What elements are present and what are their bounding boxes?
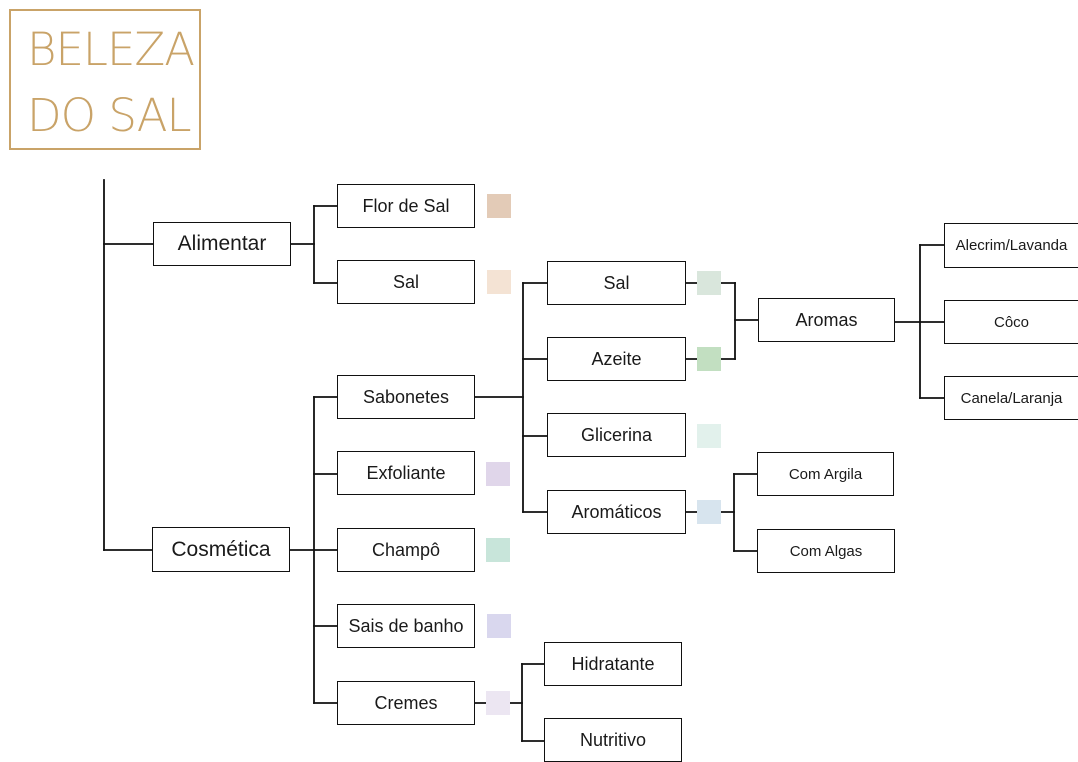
node-aromas: Aromas — [758, 298, 895, 342]
node-com-algas: Com Algas — [757, 529, 895, 573]
node-glicerina: Glicerina — [547, 413, 686, 457]
node-cremes: Cremes — [337, 681, 475, 725]
node-flor-de-sal: Flor de Sal — [337, 184, 475, 228]
logo-text-line-2: DO SAL — [27, 89, 192, 142]
color-swatch-champo — [486, 538, 510, 562]
node-nutritivo: Nutritivo — [544, 718, 682, 762]
node-cosmetica: Cosmética — [152, 527, 290, 572]
node-azeite: Azeite — [547, 337, 686, 381]
node-hidratante: Hidratante — [544, 642, 682, 686]
color-swatch-aromaticos — [697, 500, 721, 524]
color-swatch-flor-de-sal — [487, 194, 511, 218]
brand-logo: BELEZA DO SAL — [9, 9, 201, 150]
color-swatch-glicerina — [697, 424, 721, 448]
color-swatch-cremes — [486, 691, 510, 715]
logo-text-line-1: BELEZA — [27, 23, 195, 76]
node-coco: Côco — [944, 300, 1078, 344]
node-sal-alimentar: Sal — [337, 260, 475, 304]
node-com-argila: Com Argila — [757, 452, 894, 496]
node-alimentar: Alimentar — [153, 222, 291, 266]
node-sabonetes: Sabonetes — [337, 375, 475, 419]
node-exfoliante: Exfoliante — [337, 451, 475, 495]
node-champo: Champô — [337, 528, 475, 572]
color-swatch-sais-de-banho — [487, 614, 511, 638]
node-alecrim-lavanda: Alecrim/Lavanda — [944, 223, 1078, 268]
color-swatch-sal-sabonete — [697, 271, 721, 295]
color-swatch-exfoliante — [486, 462, 510, 486]
node-sal-sabonete: Sal — [547, 261, 686, 305]
node-aromaticos: Aromáticos — [547, 490, 686, 534]
node-canela-laranja: Canela/Laranja — [944, 376, 1078, 420]
node-sais-de-banho: Sais de banho — [337, 604, 475, 648]
color-swatch-sal-alimentar — [487, 270, 511, 294]
color-swatch-azeite — [697, 347, 721, 371]
